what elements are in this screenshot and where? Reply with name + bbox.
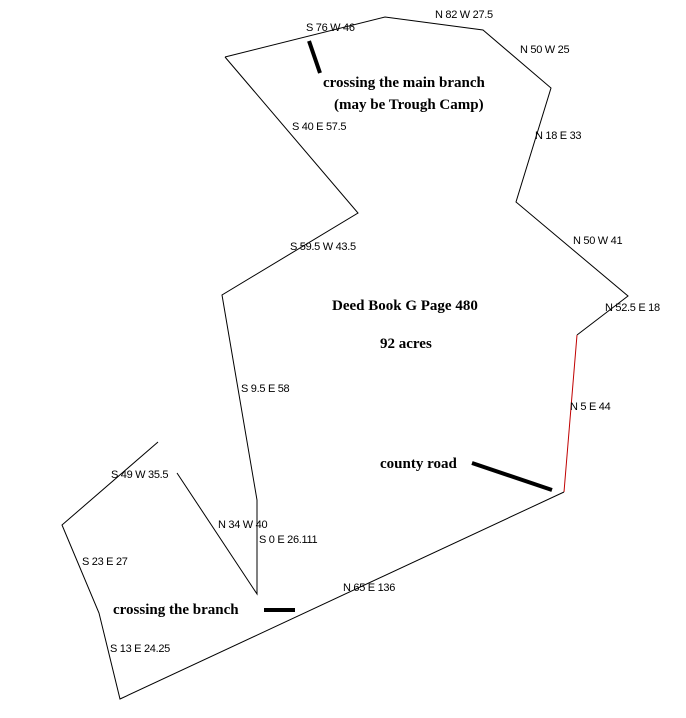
boundary-line (224, 16, 629, 336)
call-label: N 52.5 E 18 (605, 302, 660, 314)
call-label: N 5 E 44 (570, 401, 611, 413)
county-road-note: county road (380, 456, 457, 472)
road-boundary-line (563, 334, 578, 493)
call-label: N 65 E 136 (343, 582, 396, 594)
call-label: N 50 W 25 (520, 44, 570, 56)
call-label: S 49 W 35.5 (111, 469, 169, 481)
main-branch-note: crossing the main branch (323, 75, 485, 91)
call-label: N 18 E 33 (535, 130, 582, 142)
acreage: 92 acres (380, 336, 432, 352)
call-label: N 34 W 40 (218, 519, 268, 531)
county-road-marker (471, 461, 553, 492)
deed-title: Deed Book G Page 480 (332, 298, 478, 314)
call-label: S 59.5 W 43.5 (290, 241, 356, 253)
call-label: S 40 E 57.5 (292, 121, 347, 133)
call-label: N 50 W 41 (573, 235, 623, 247)
call-label: S 23 E 27 (82, 556, 128, 568)
call-label: S 76 W 46 (306, 22, 355, 34)
main-branch-note-2: (may be Trough Camp) (334, 97, 484, 113)
call-label: S 0 E 26.111 (259, 534, 318, 546)
boundary-line-inner (176, 56, 359, 596)
call-label: S 9.5 E 58 (241, 383, 290, 395)
call-label: S 13 E 24.25 (110, 643, 171, 655)
branch-note: crossing the branch (113, 602, 239, 618)
boundary-line-south (61, 441, 565, 700)
call-label: N 82 W 27.5 (435, 9, 493, 21)
main-branch-marker (307, 40, 322, 74)
